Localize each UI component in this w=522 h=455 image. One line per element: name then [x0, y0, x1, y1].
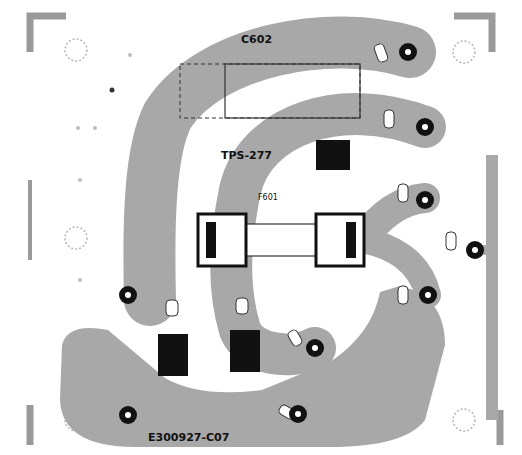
part-marker	[373, 43, 389, 63]
via-dot	[78, 278, 82, 282]
via-dot	[76, 126, 80, 130]
mounting-hole	[453, 41, 475, 63]
fuse-pad-slot	[346, 222, 356, 258]
corner-mark	[454, 16, 492, 52]
mounting-hole	[65, 227, 87, 249]
capacitor-outline	[225, 64, 360, 118]
smd-pad	[158, 334, 188, 376]
fuse-pad	[198, 214, 246, 266]
through-hole-pads	[119, 43, 484, 424]
part-marker	[398, 184, 408, 202]
part-marker	[166, 300, 178, 316]
via-dot	[93, 126, 97, 130]
part-marker	[287, 329, 304, 348]
part-marker	[384, 110, 394, 128]
part-name: F601	[258, 194, 278, 202]
mounting-hole	[453, 409, 475, 431]
corner-mark	[27, 405, 34, 445]
mounting-hole	[65, 39, 87, 61]
copper-trace	[362, 240, 428, 295]
part-marker	[398, 286, 408, 304]
fuse-pad	[316, 214, 364, 266]
part-marker	[236, 298, 248, 314]
part-markers	[166, 43, 456, 420]
fuse-body	[245, 224, 317, 256]
via-dot	[110, 88, 115, 93]
part-name: C602	[241, 34, 272, 45]
via-dot	[78, 178, 82, 182]
via-dot	[128, 53, 132, 57]
board-id: E300927-C07	[148, 432, 229, 443]
copper-pour	[60, 286, 445, 447]
fuse-pad-slot	[206, 222, 216, 258]
smd-pad	[230, 330, 260, 372]
copper-trace	[149, 43, 410, 300]
part-marker	[446, 232, 456, 250]
corner-mark	[30, 16, 66, 52]
part-name: TPS-277	[221, 150, 272, 161]
capacitor-outline	[180, 64, 360, 118]
chip-pad	[316, 140, 350, 170]
edge-mark	[28, 180, 32, 260]
copper-strip	[486, 155, 498, 420]
